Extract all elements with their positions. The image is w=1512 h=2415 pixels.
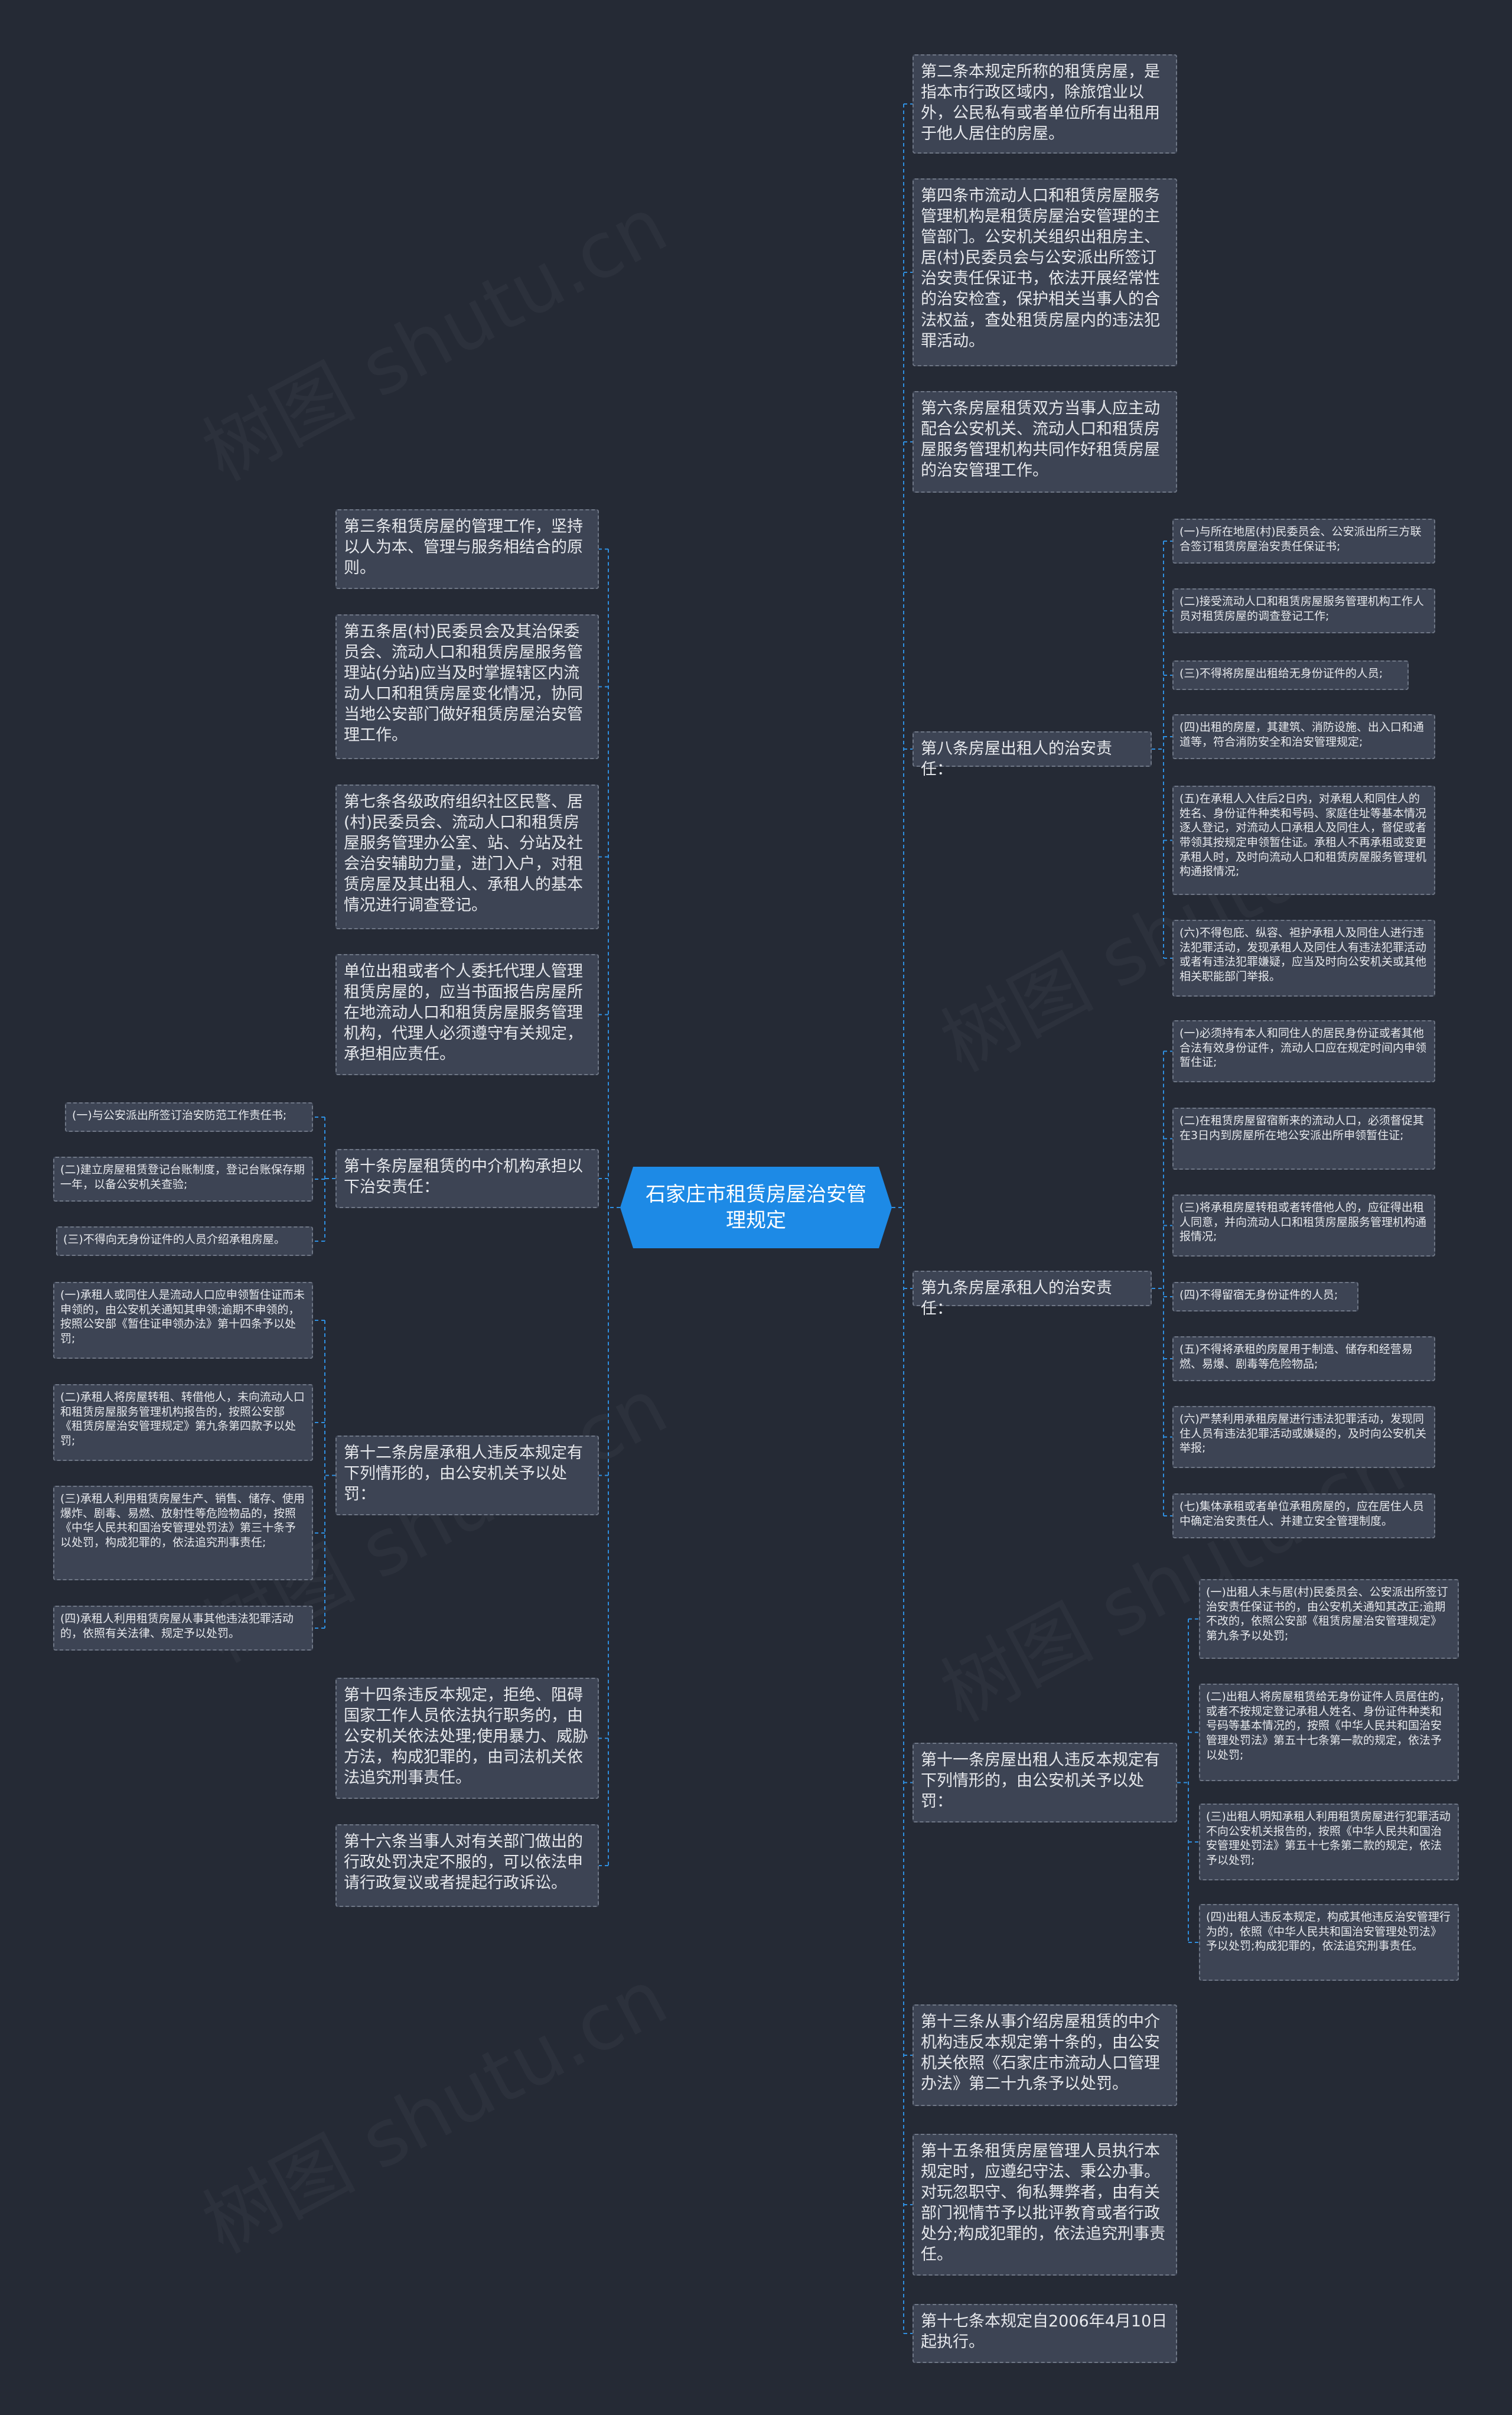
art9-item[interactable]: (六)严禁利用承租房屋进行违法犯罪活动，发现同住人员有违法犯罪活动或嫌疑的，及时… [1172,1406,1435,1468]
art12-item[interactable]: (四)承租人利用租赁房屋从事其他违法犯罪活动的，依照有关法律、规定予以处罚。 [53,1606,313,1651]
art9-item[interactable]: (五)不得将承租的房屋用于制造、储存和经营易燃、易爆、剧毒等危险物品; [1172,1336,1435,1381]
art11-item[interactable]: (一)出租人未与居(村)民委员会、公安派出所签订治安责任保证书的，由公安机关通知… [1199,1579,1459,1659]
art8-item[interactable]: (二)接受流动人口和租赁房屋服务管理机构工作人员对租赁房屋的调查登记工作; [1172,588,1435,633]
art11-item[interactable]: (二)出租人将房屋租赁给无身份证件人员居住的，或者不按规定登记承租人姓名、身份证… [1199,1684,1459,1781]
node-art9[interactable]: 第九条房屋承租人的治安责任： [913,1271,1152,1318]
node-art12[interactable]: 第十二条房屋承租人违反本规定有下列情形的，由公安机关予以处罚： [335,1436,599,1515]
root-node[interactable]: 石家庄市租赁房屋治安管理规定 [620,1167,892,1248]
node-art6[interactable]: 第六条房屋租赁双方当事人应主动配合公安机关、流动人口和租赁房屋服务管理机构共同作… [913,391,1177,493]
art9-item[interactable]: (三)将承租房屋转租或者转借他人的，应征得出租人同意，并向流动人口和租赁房屋服务… [1172,1195,1435,1257]
art8-item[interactable]: (一)与所在地居(村)民委员会、公安派出所三方联合签订租赁房屋治安责任保证书; [1172,519,1435,564]
art10-item[interactable]: (三)不得向无身份证件的人员介绍承租房屋。 [56,1226,313,1256]
node-agent[interactable]: 单位出租或者个人委托代理人管理租赁房屋的，应当书面报告房屋所在地流动人口和租赁房… [335,954,599,1075]
node-art5[interactable]: 第五条居(村)民委员会及其治保委员会、流动人口和租赁房屋服务管理站(分站)应当及… [335,614,599,759]
art11-item[interactable]: (四)出租人违反本规定，构成其他违反治安管理行为的，依照《中华人民共和国治安管理… [1199,1904,1459,1981]
node-art15[interactable]: 第十五条租赁房屋管理人员执行本规定时，应遵纪守法、秉公办事。对玩忽职守、徇私舞弊… [913,2134,1177,2276]
art12-item[interactable]: (二)承租人将房屋转租、转借他人，未向流动人口和租赁房屋服务管理机构报告的，按照… [53,1384,313,1461]
node-art13[interactable]: 第十三条从事介绍房屋租赁的中介机构违反本规定第十条的，由公安机关依照《石家庄市流… [913,2004,1177,2106]
art9-item[interactable]: (四)不得留宿无身份证件的人员; [1172,1282,1358,1311]
node-art2[interactable]: 第二条本规定所称的租赁房屋，是指本市行政区域内，除旅馆业以外，公民私有或者单位所… [913,54,1177,154]
node-art3[interactable]: 第三条租赁房屋的管理工作，坚持以人为本、管理与服务相结合的原则。 [335,509,599,589]
art12-item[interactable]: (一)承租人或同住人是流动人口应申领暂住证而未申领的，由公安机关通知其申领;逾期… [53,1282,313,1359]
art11-item[interactable]: (三)出租人明知承租人利用租赁房屋进行犯罪活动不向公安机关报告的，按照《中华人民… [1199,1804,1459,1880]
art8-item[interactable]: (六)不得包庇、纵容、袒护承租人及同住人进行违法犯罪活动，发现承租人及同住人有违… [1172,920,1435,997]
art10-item[interactable]: (二)建立房屋租赁登记台账制度，登记台账保存期一年，以备公安机关查验; [53,1157,313,1202]
node-art7[interactable]: 第七条各级政府组织社区民警、居(村)民委员会、流动人口和租赁房屋服务管理办公室、… [335,785,599,929]
node-art17[interactable]: 第十七条本规定自2006年4月10日起执行。 [913,2304,1177,2363]
art9-item[interactable]: (二)在租赁房屋留宿新来的流动人口，必须督促其在3日内到房屋所在地公安派出所申领… [1172,1108,1435,1170]
node-art11[interactable]: 第十一条房屋出租人违反本规定有下列情形的，由公安机关予以处罚： [913,1743,1177,1822]
art12-item[interactable]: (三)承租人利用租赁房屋生产、销售、储存、使用爆炸、剧毒、易燃、放射性等危险物品… [53,1486,313,1580]
node-art14[interactable]: 第十四条违反本规定，拒绝、阻碍国家工作人员依法执行职务的，由公安机关依法处理;使… [335,1678,599,1799]
art8-item[interactable]: (四)出租的房屋，其建筑、消防设施、出入口和通道等，符合消防安全和治安管理规定; [1172,714,1435,759]
node-art10[interactable]: 第十条房屋租赁的中介机构承担以下治安责任： [335,1149,599,1208]
art10-item[interactable]: (一)与公安派出所签订治安防范工作责任书; [65,1102,313,1132]
art9-item[interactable]: (一)必须持有本人和同住人的居民身份证或者其他合法有效身份证件，流动人口应在规定… [1172,1020,1435,1082]
node-art4[interactable]: 第四条市流动人口和租赁房屋服务管理机构是租赁房屋治安管理的主管部门。公安机关组织… [913,178,1177,366]
art8-item[interactable]: (五)在承租人入住后2日内，对承租人和同住人的姓名、身份证件种类和号码、家庭住址… [1172,786,1435,895]
art9-item[interactable]: (七)集体承租或者单位承租房屋的，应在居住人员中确定治安责任人、并建立安全管理制… [1172,1493,1435,1538]
node-art8[interactable]: 第八条房屋出租人的治安责任： [913,731,1152,779]
node-art16[interactable]: 第十六条当事人对有关部门做出的行政处罚决定不服的，可以依法申请行政复议或者提起行… [335,1824,599,1907]
art8-item[interactable]: (三)不得将房屋出租给无身份证件的人员; [1172,660,1409,690]
